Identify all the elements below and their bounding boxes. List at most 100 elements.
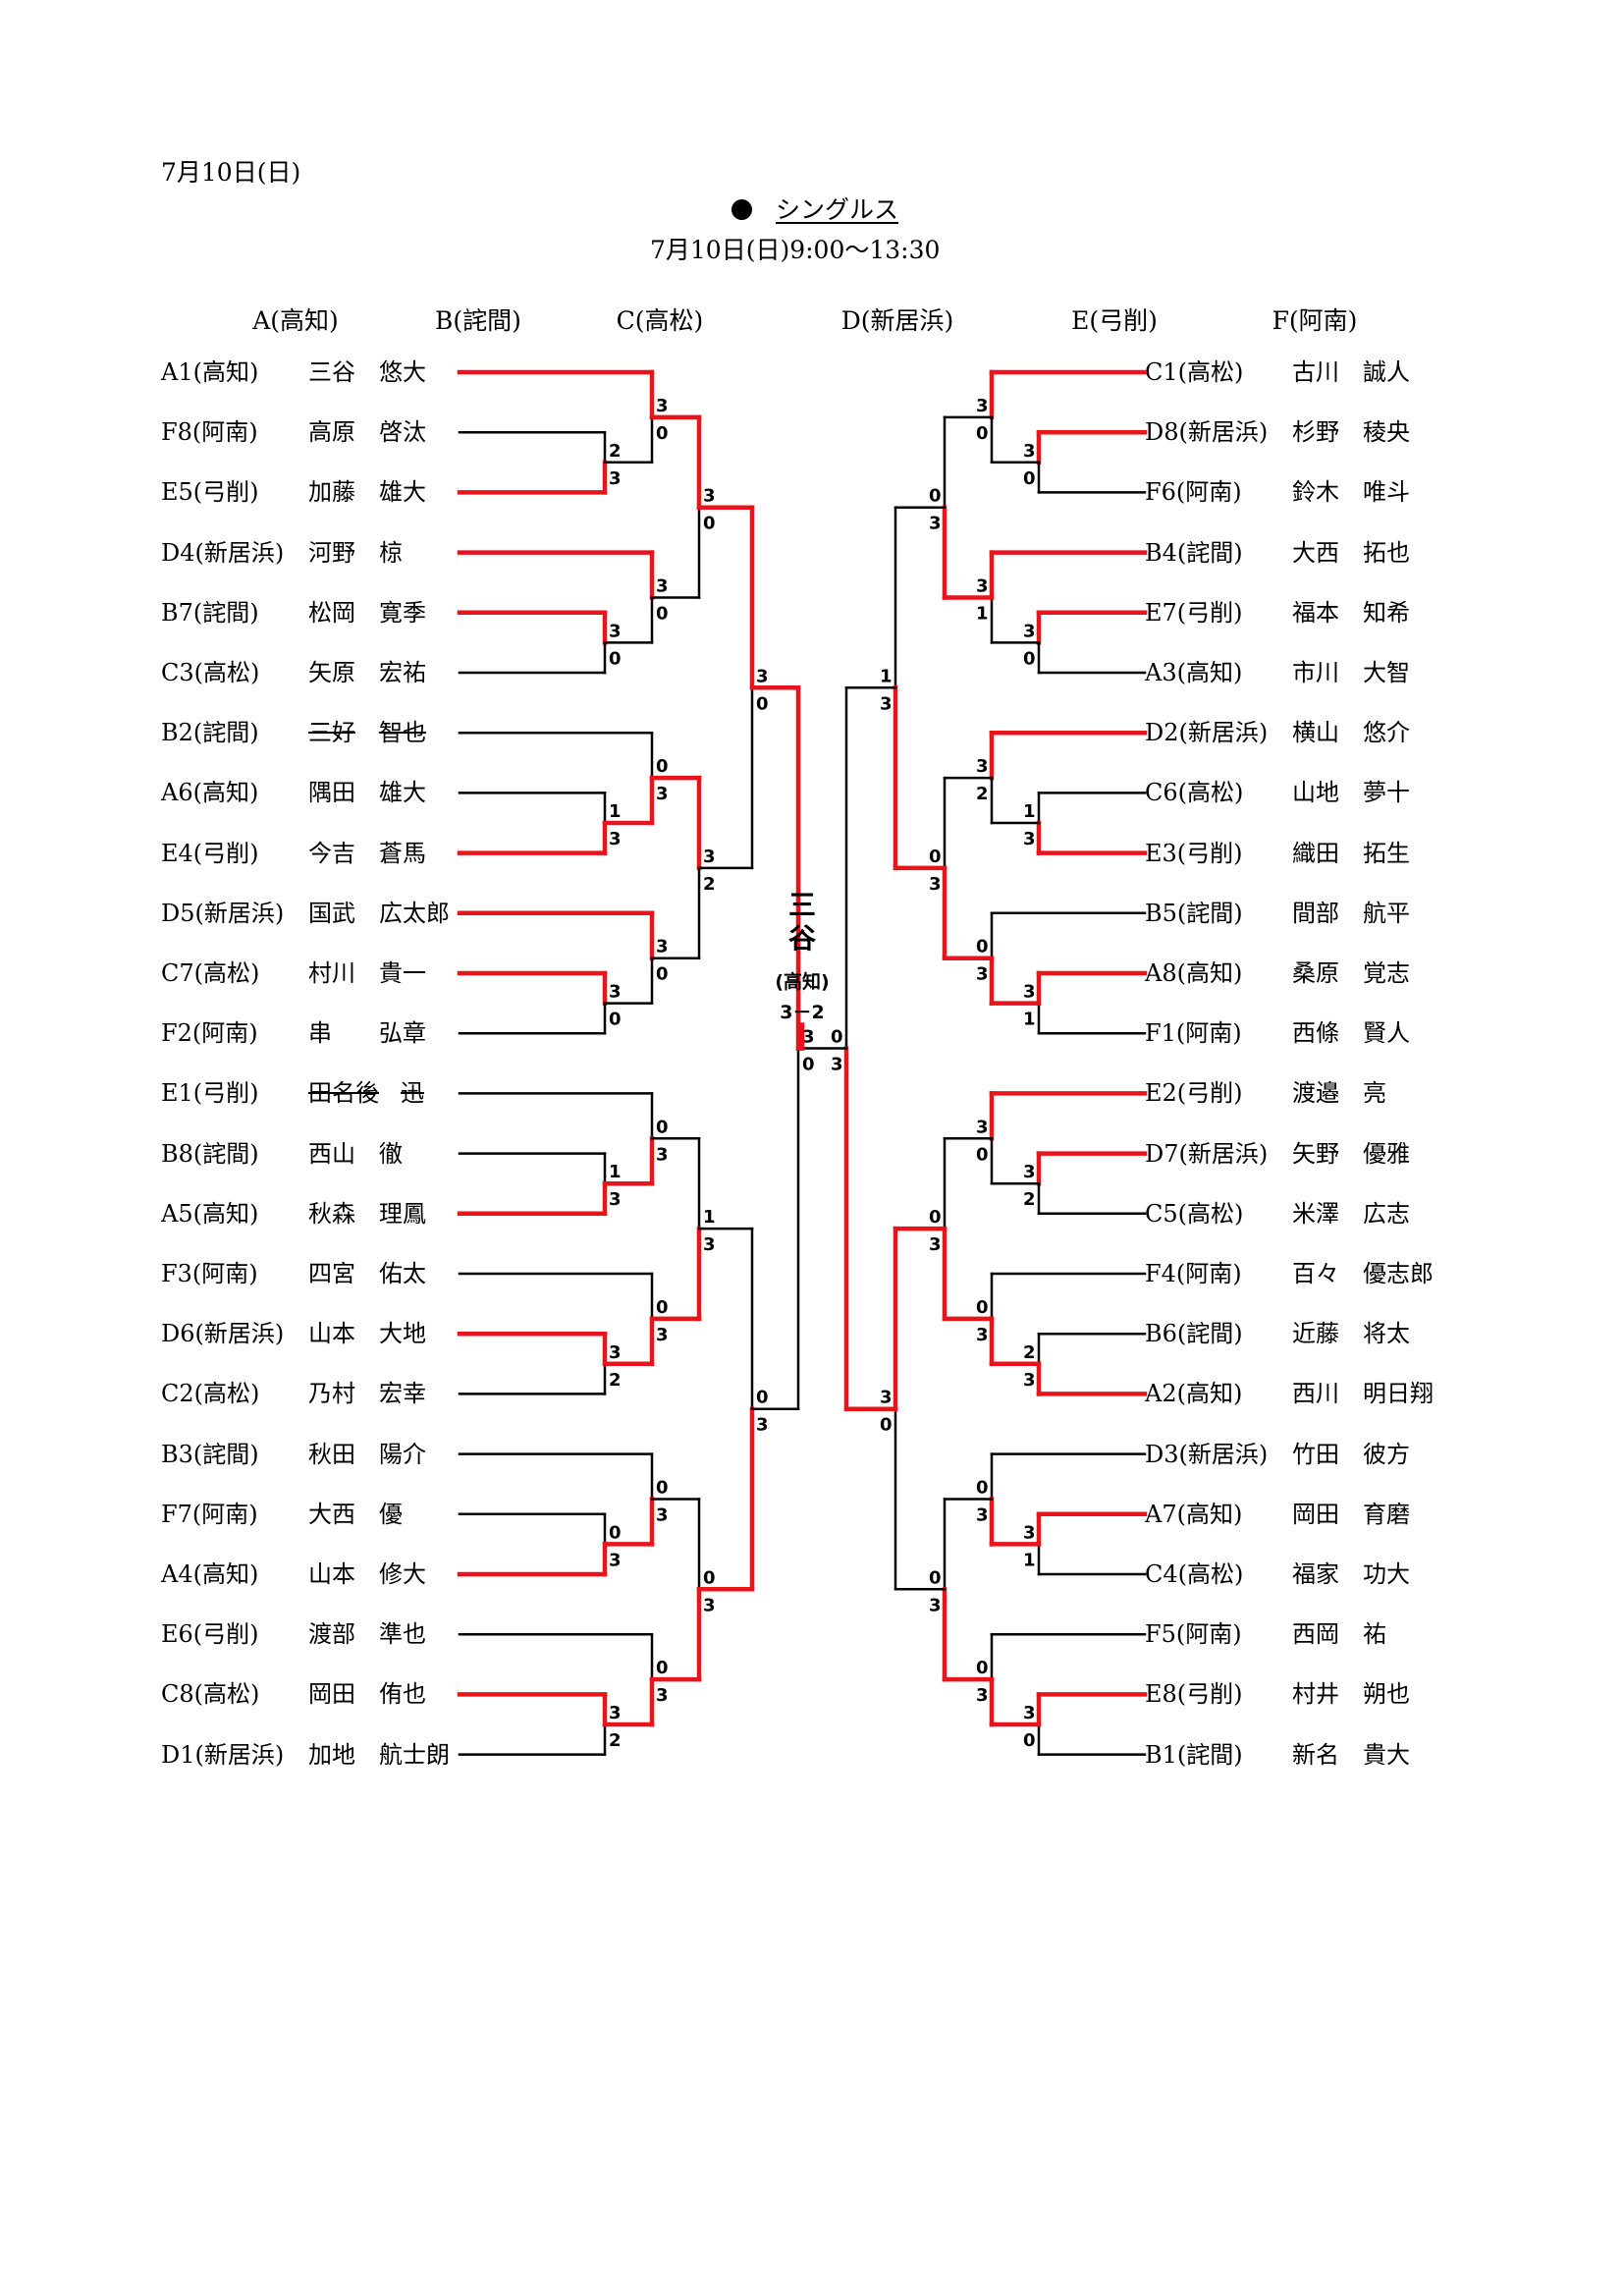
right-player-given: 覚志: [1363, 959, 1410, 987]
left-player-surname: 乃村: [308, 1380, 355, 1408]
left-player-surname: 隅田: [308, 779, 355, 807]
right-r1-score: 3: [1023, 829, 1036, 849]
left-player-given: 雄大: [379, 779, 426, 807]
left-player-surname: 加藤: [308, 478, 355, 507]
right-r1-score: 0: [1023, 468, 1036, 489]
right-r1-score: 3: [1023, 982, 1036, 1003]
right-r2-score: 2: [976, 784, 989, 804]
left-r3-score: 0: [703, 514, 716, 534]
right-r1-score: 1: [1023, 1550, 1036, 1570]
right-r2-score: 0: [976, 423, 989, 444]
right-player-given: 優雅: [1363, 1139, 1410, 1168]
left-r2-score: 3: [656, 396, 669, 416]
left-player-code: C8(高松): [161, 1680, 260, 1709]
left-player-surname: 田名後: [308, 1079, 379, 1108]
right-player-surname: 古川: [1292, 358, 1339, 386]
right-player-code: A3(高知): [1145, 659, 1243, 686]
left-player-given: 陽介: [379, 1440, 426, 1468]
right-r2-score: 3: [976, 964, 989, 985]
left-player-given: 宏幸: [379, 1380, 426, 1408]
region-3: C(高松): [616, 306, 704, 335]
left-player-code: E1(弓削): [161, 1079, 259, 1108]
left-player-given: 椋: [379, 538, 403, 567]
left-player-code: D4(新居浜): [161, 538, 285, 567]
left-player-surname: 高原: [308, 418, 355, 447]
left-r1-score: 1: [609, 801, 622, 822]
right-r1-score: 2: [1023, 1189, 1036, 1210]
right-r3-score: 3: [929, 514, 942, 534]
left-player-given: 広太郎: [379, 899, 450, 927]
right-r5-score: 3: [831, 1055, 843, 1075]
right-player-surname: 桑原: [1292, 959, 1339, 987]
right-player-given: 大智: [1363, 659, 1410, 686]
schedule-subtitle: 7月10日(日)9:00～13:30: [650, 236, 941, 264]
left-player-surname: 秋田: [308, 1440, 355, 1468]
right-player-code: A7(高知): [1145, 1500, 1243, 1528]
left-player-code: D6(新居浜): [161, 1320, 285, 1348]
right-player-code: B4(詫間): [1145, 538, 1243, 567]
left-r1-score: 3: [609, 1189, 622, 1210]
right-r2-score: 0: [976, 1478, 989, 1499]
left-r1-score: 3: [609, 468, 622, 489]
right-player-surname: 西岡: [1292, 1620, 1339, 1649]
left-player-surname: 山本: [308, 1320, 355, 1348]
right-r2-score: 0: [976, 937, 989, 957]
right-player-surname: 百々: [1292, 1260, 1339, 1287]
right-player-surname: 岡田: [1292, 1500, 1339, 1528]
right-r1-score: 3: [1023, 1703, 1036, 1723]
left-player-surname: 河野: [308, 538, 355, 567]
left-r2-score: 0: [656, 423, 669, 444]
left-r2-score: 0: [656, 1117, 669, 1137]
left-player-given: 侑也: [379, 1680, 426, 1709]
left-player-given: 弘章: [379, 1019, 426, 1048]
right-player-given: 拓生: [1363, 839, 1410, 867]
left-r1-score: 3: [609, 621, 622, 641]
right-r1-score: 3: [1023, 1522, 1036, 1543]
left-r3-score: 3: [703, 1234, 716, 1255]
right-player-code: F4(阿南): [1145, 1260, 1242, 1287]
left-r2-score: 0: [656, 756, 669, 777]
left-r1-score: 3: [609, 1342, 622, 1363]
left-player-surname: 松岡: [308, 598, 355, 627]
left-player-code: C2(高松): [161, 1380, 260, 1408]
left-player-given: 理鳳: [379, 1199, 426, 1228]
right-r2-score: 3: [976, 1325, 989, 1345]
left-player-code: D5(新居浜): [161, 899, 285, 927]
right-player-surname: 村井: [1292, 1680, 1339, 1709]
left-r5-score: 3: [802, 1027, 815, 1048]
right-player-surname: 米澤: [1292, 1199, 1339, 1228]
right-player-given: 賢人: [1363, 1019, 1410, 1048]
right-player-code: F6(阿南): [1145, 478, 1242, 507]
left-r2-score: 0: [656, 604, 669, 625]
right-r1-score: 3: [1023, 621, 1036, 641]
right-r2-score: 0: [976, 1658, 989, 1678]
left-player-code: F2(阿南): [161, 1019, 258, 1048]
right-r3-score: 0: [929, 847, 942, 867]
right-player-given: 唯斗: [1363, 478, 1410, 507]
left-r2-score: 3: [656, 937, 669, 957]
right-player-given: 拓也: [1363, 538, 1410, 567]
champion-name-2: 谷: [787, 922, 816, 955]
bullet-icon: [731, 199, 752, 220]
left-r1-score: 1: [609, 1162, 622, 1182]
left-player-surname: 三好: [308, 719, 355, 747]
right-player-surname: 渡邉: [1292, 1079, 1339, 1108]
region-1: A(高知): [252, 306, 339, 335]
left-r5-score: 0: [802, 1055, 815, 1075]
left-r4-score: 0: [756, 1388, 769, 1408]
right-player-given: 亮: [1363, 1079, 1386, 1108]
right-player-code: D7(新居浜): [1145, 1139, 1269, 1168]
left-player-surname: 渡部: [308, 1620, 355, 1649]
left-r3-score: 1: [703, 1207, 716, 1228]
right-r4-score: 3: [880, 1388, 893, 1408]
right-player-surname: 鈴木: [1292, 478, 1339, 507]
right-player-code: A2(高知): [1145, 1380, 1243, 1408]
right-player-code: C1(高松): [1145, 358, 1244, 386]
right-r3-score: 0: [929, 1207, 942, 1228]
right-r5-score: 0: [831, 1027, 843, 1048]
right-r4-score: 3: [880, 693, 893, 714]
right-r2-score: 0: [976, 1297, 989, 1318]
right-player-surname: 織田: [1292, 839, 1339, 867]
left-player-surname: 今吉: [308, 839, 355, 867]
